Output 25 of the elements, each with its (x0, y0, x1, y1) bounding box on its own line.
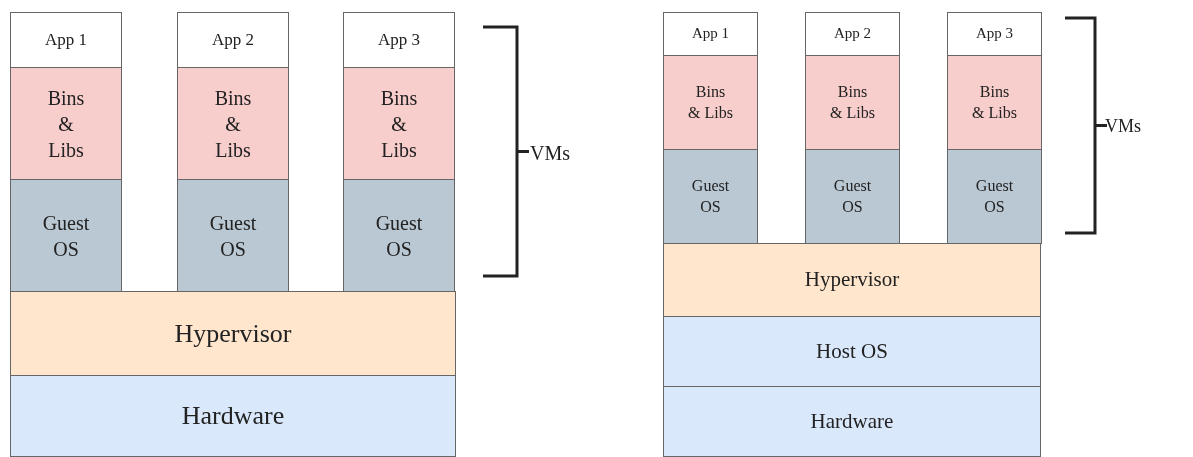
library-box: Bins & Libs (663, 55, 758, 150)
guest-os-box: Guest OS (177, 179, 289, 292)
app-box: App 1 (10, 12, 122, 68)
library-box: Bins & Libs (10, 67, 122, 180)
guest-os-box: Guest OS (663, 149, 758, 244)
hypervisor-layer: Hypervisor (663, 243, 1041, 317)
bracket-label: VMs (530, 142, 570, 165)
app-box: App 1 (663, 12, 758, 56)
bracket-label: VMs (1105, 116, 1141, 137)
library-box: Bins & Libs (343, 67, 455, 180)
guest-os-box: Guest OS (947, 149, 1042, 244)
app-box: App 2 (177, 12, 289, 68)
guest-os-box: Guest OS (343, 179, 455, 292)
hardware-layer: Hardware (663, 386, 1041, 457)
host-os-layer: Host OS (663, 316, 1041, 387)
guest-os-box: Guest OS (10, 179, 122, 292)
guest-os-box: Guest OS (805, 149, 900, 244)
library-box: Bins & Libs (947, 55, 1042, 150)
library-box: Bins & Libs (805, 55, 900, 150)
app-box: App 2 (805, 12, 900, 56)
app-box: App 3 (947, 12, 1042, 56)
hardware-layer: Hardware (10, 375, 456, 457)
library-box: Bins & Libs (177, 67, 289, 180)
hypervisor-layer: Hypervisor (10, 291, 456, 376)
app-box: App 3 (343, 12, 455, 68)
